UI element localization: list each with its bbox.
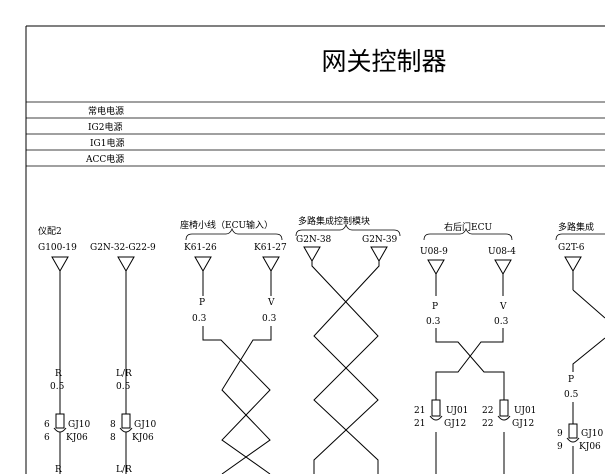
- diagram-frame: [25, 25, 605, 474]
- terminal-triangle: [303, 246, 321, 263]
- group-label-multi2: 多路集成: [558, 221, 594, 233]
- wire-labels: R 0.5 L/R 0.5 P 0.3 V 0.3 P 0.3 V 0.3 P …: [50, 298, 579, 474]
- connector-code: UJ01: [514, 406, 536, 416]
- wire-size-label: 0.3: [426, 317, 441, 327]
- pin-label: U08-4: [488, 247, 516, 257]
- brace-seat: [185, 227, 283, 241]
- power-rail-label: IG2电源: [88, 121, 122, 133]
- wire-size-label: 0.5: [116, 382, 131, 392]
- wire-color-label: V: [267, 298, 275, 308]
- power-rail-label: ACC电源: [85, 153, 124, 165]
- pin-label: K61-27: [254, 243, 287, 253]
- connector-code: KJ06: [132, 433, 154, 443]
- connector-code: KJ06: [579, 442, 601, 452]
- connector-c2: 8 8 GJ10 KJ06: [110, 413, 157, 443]
- connector-code: GJ10: [581, 429, 604, 439]
- terminal-triangle: [564, 256, 582, 273]
- wire-color-label: R: [55, 369, 62, 379]
- connector-pin-number: 9: [557, 442, 563, 452]
- connector-pin-number: 9: [557, 429, 563, 439]
- group-label-yipei2: 仪配2: [38, 226, 62, 237]
- group-label-rear-door: 右后门ECU: [444, 221, 492, 233]
- power-rail-label: IG1电源: [90, 137, 124, 149]
- connector-code: GJ12: [512, 419, 534, 429]
- power-rail-labels: 常电电源 IG2电源 IG1电源 ACC电源: [85, 105, 124, 165]
- pin-label: K61-26: [184, 243, 217, 253]
- wire-size-label: 0.3: [262, 314, 277, 324]
- wire-color-label: R: [55, 465, 62, 474]
- wire-color-label: P: [432, 302, 438, 312]
- brace-multi2: [555, 233, 605, 241]
- pin-label: G2N-32-G22-9: [90, 243, 156, 253]
- pin-labels: G100-19 G2N-32-G22-9 K61-26 K61-27 G2N-3…: [38, 235, 585, 257]
- connector-pin-number: 8: [110, 420, 116, 430]
- group-label-multi1: 多路集成控制模块: [298, 215, 370, 227]
- wire-size-label: 0.5: [564, 390, 579, 400]
- pin-label: G100-19: [38, 243, 77, 253]
- connector-code: GJ10: [134, 420, 157, 430]
- group-label-seat: 座椅小线（ECU输入）: [180, 219, 273, 231]
- wire-color-label: V: [499, 302, 507, 312]
- pin-label: G2N-38: [296, 235, 332, 245]
- connector-pin-number: 21: [414, 406, 425, 416]
- wire-color-label: P: [199, 298, 205, 308]
- terminal-triangle: [494, 259, 512, 276]
- connector-c4: 22 22 UJ01 GJ12: [482, 399, 536, 429]
- wires-rear-door: [435, 274, 505, 474]
- connector-pin-number: 21: [414, 419, 425, 429]
- terminal-triangle: [51, 256, 69, 273]
- wires-multi1-twisted-pair: [311, 261, 380, 474]
- wire-color-label: L/R: [116, 465, 132, 474]
- group-labels: 仪配2 座椅小线（ECU输入） 多路集成控制模块 右后门ECU 多路集成: [38, 215, 605, 241]
- connector-code: UJ01: [446, 406, 468, 416]
- wires-multi2: [572, 271, 605, 474]
- connector-pin-number: 6: [44, 433, 50, 443]
- connector-c3: 21 21 UJ01 GJ12: [414, 399, 468, 429]
- connector-code: KJ06: [66, 433, 88, 443]
- connector-pin-number: 6: [44, 420, 50, 430]
- wire-color-label: P: [568, 375, 574, 385]
- brace-rear-door: [423, 227, 513, 241]
- wires-seat-twisted-pair: [202, 271, 272, 474]
- pin-label: G2N-39: [362, 235, 398, 245]
- connector-c5: 9 9 GJ10 KJ06: [557, 423, 604, 452]
- wire-size-label: 0.3: [192, 314, 207, 324]
- connector-c1: 6 6 GJ10 KJ06: [44, 413, 91, 443]
- pin-label: G2T-6: [558, 243, 585, 253]
- power-rail-label: 常电电源: [88, 105, 124, 117]
- connector-pin-number: 8: [110, 433, 116, 443]
- connector-code: GJ12: [444, 419, 466, 429]
- terminal-triangle: [262, 256, 280, 273]
- wires-yipei2: [59, 271, 127, 474]
- connector-code: GJ10: [68, 420, 91, 430]
- wire-size-label: 0.3: [494, 317, 509, 327]
- terminal-symbols: [51, 246, 582, 276]
- terminal-triangle: [427, 259, 445, 276]
- diagram-title: 网关控制器: [321, 47, 446, 76]
- brace-multi1: [295, 223, 401, 237]
- pin-label: U08-9: [420, 247, 448, 257]
- connector-pin-number: 22: [482, 406, 493, 416]
- terminal-triangle: [117, 256, 135, 273]
- terminal-triangle: [370, 246, 388, 263]
- wire-color-label: L/R: [116, 369, 132, 379]
- terminal-triangle: [194, 256, 212, 273]
- wire-size-label: 0.5: [50, 382, 65, 392]
- connector-pin-number: 22: [482, 419, 493, 429]
